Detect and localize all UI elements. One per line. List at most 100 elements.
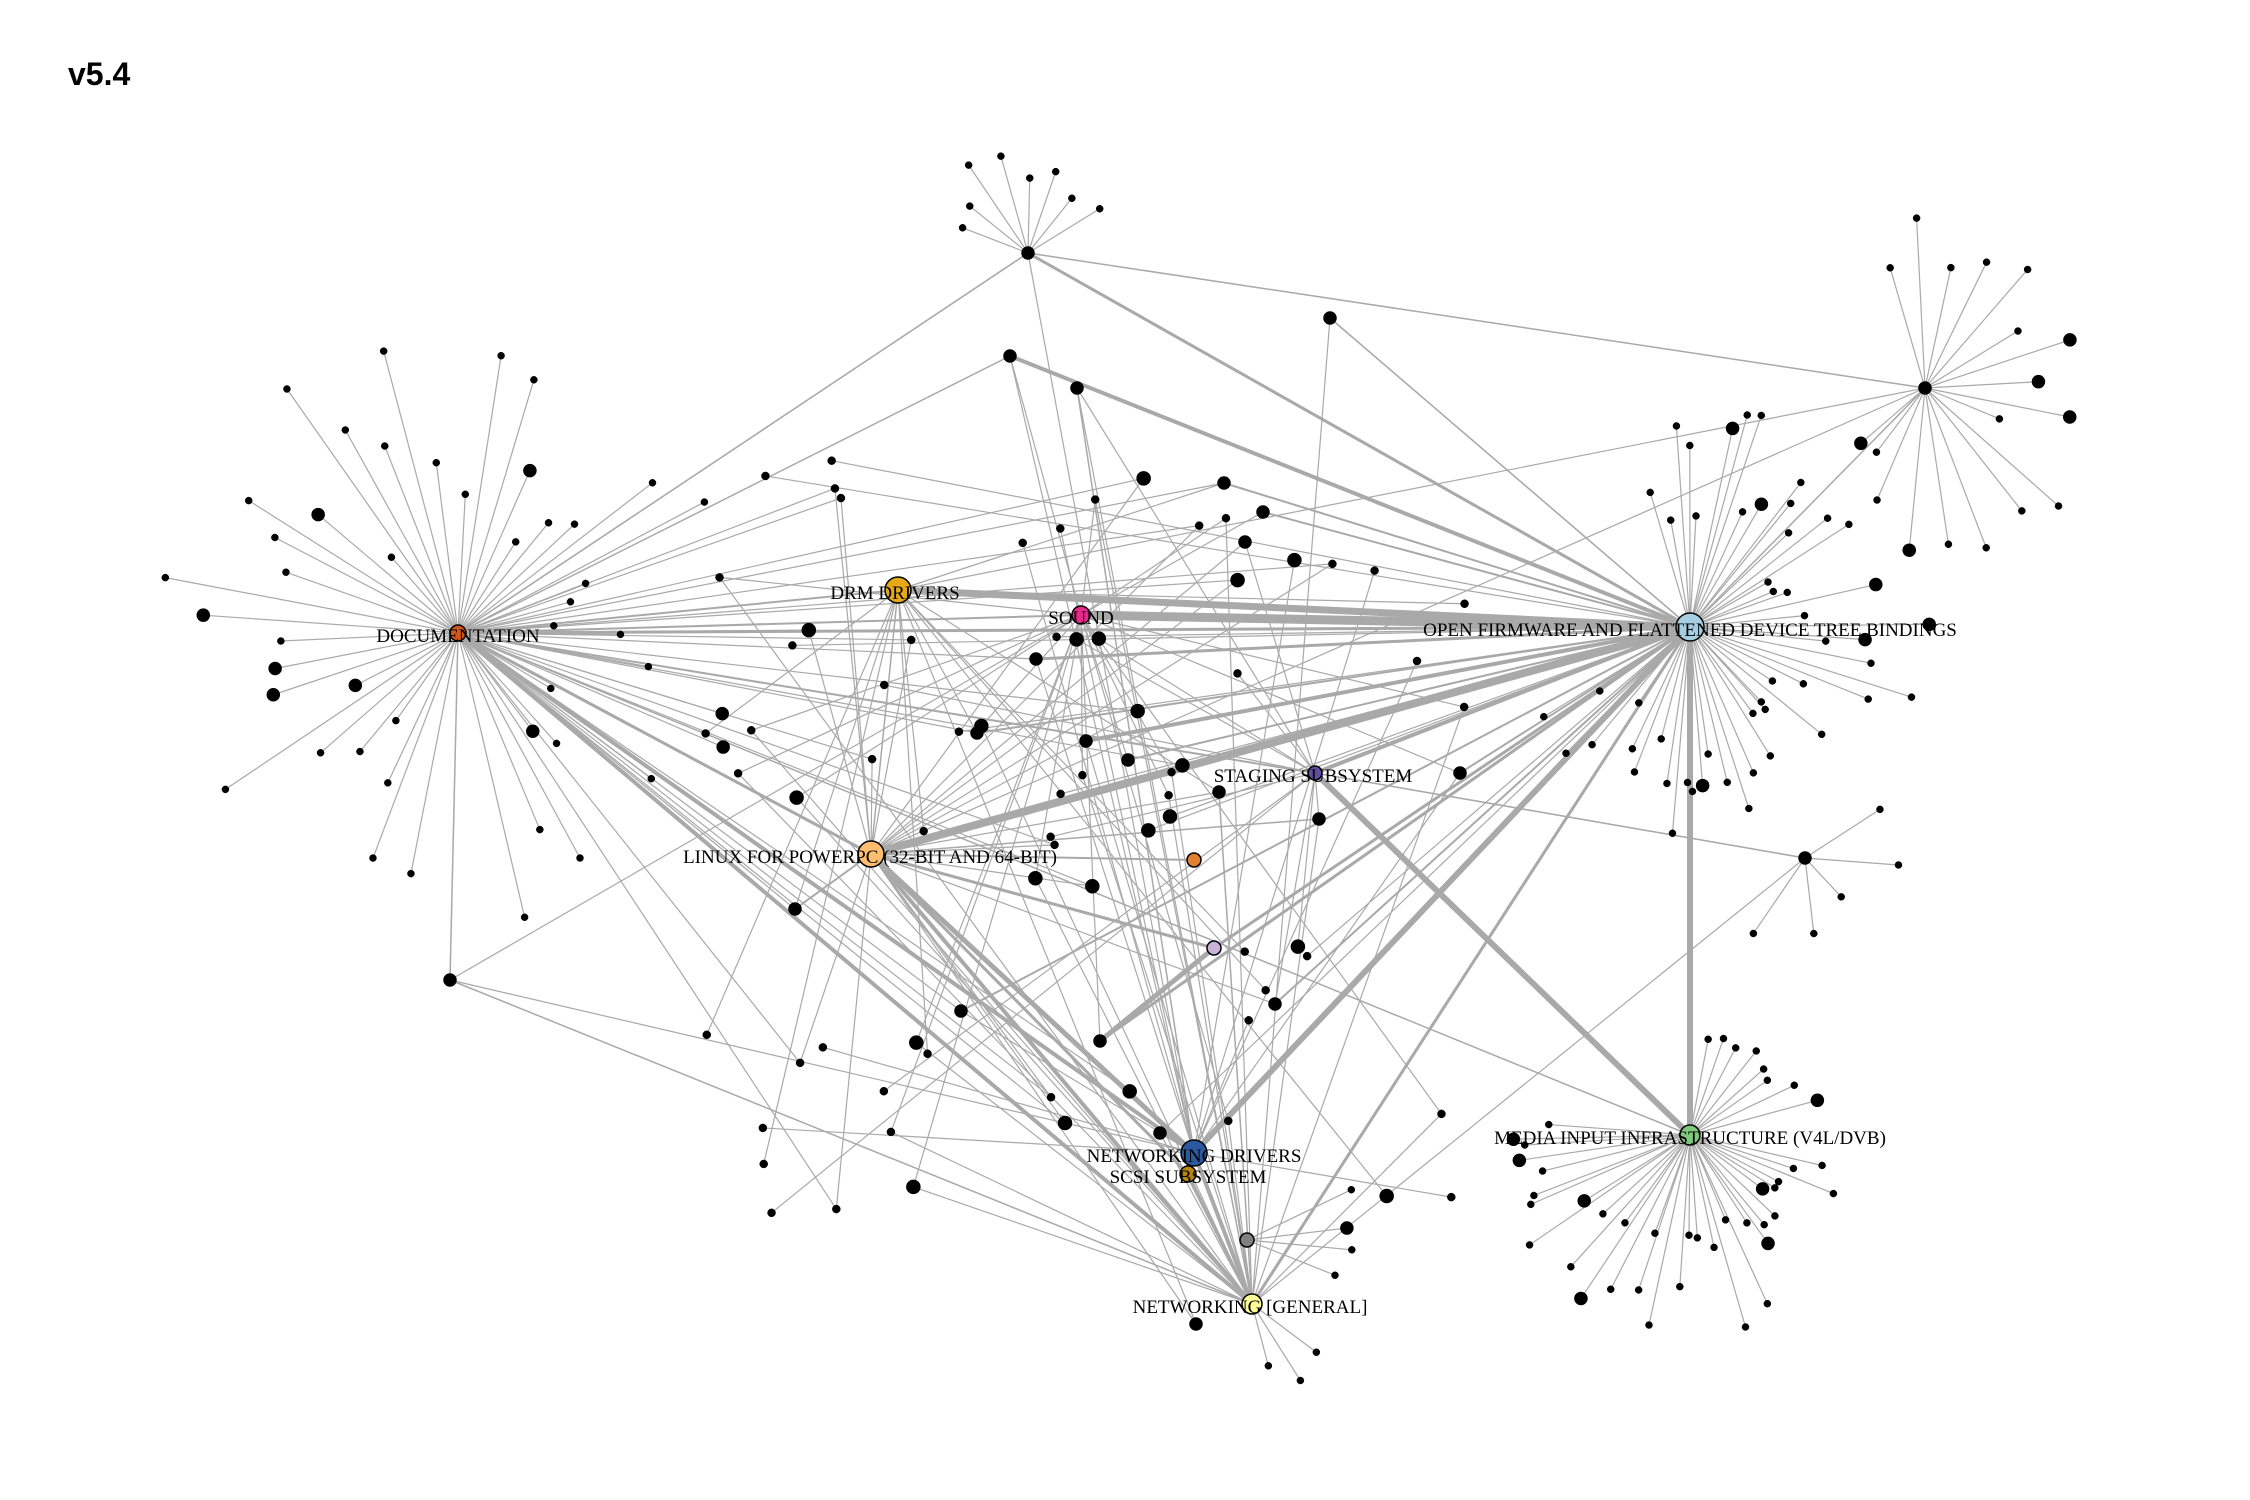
graph-node <box>1162 809 1178 824</box>
graph-edge <box>1689 1050 1757 1136</box>
leaf-node <box>1635 699 1643 707</box>
leaf-node <box>1068 194 1076 203</box>
graph-edge <box>762 1127 1195 1154</box>
leaf-node <box>616 630 625 639</box>
graph-edge <box>1689 626 1694 792</box>
graph-edge <box>1924 381 2039 389</box>
graph-edge <box>1876 387 1926 501</box>
leaf-node <box>997 152 1005 160</box>
graph-edge <box>792 626 1691 647</box>
graph-edge <box>870 541 1246 855</box>
graph-edge <box>1565 626 1691 754</box>
graph-edge <box>384 445 459 634</box>
graph-edge <box>457 632 649 668</box>
graph-edge <box>1689 1084 1795 1136</box>
leaf-node <box>1651 1229 1659 1237</box>
chart-title: v5.4 <box>68 56 131 92</box>
graph-edge <box>1689 615 1805 628</box>
hub-node-staging <box>1307 765 1323 781</box>
graph-edge <box>1080 614 1101 1042</box>
graph-edge <box>1908 387 1926 551</box>
leaf-node <box>523 463 537 478</box>
graph-node <box>832 1204 841 1214</box>
leaf-node <box>1789 1164 1798 1173</box>
leaf-node <box>1761 705 1769 714</box>
graph-edge <box>1580 1134 1691 1299</box>
leaf-node <box>1599 1210 1607 1218</box>
graph-edge <box>1689 1134 1748 1224</box>
graph-edge <box>457 482 1225 634</box>
graph-edge <box>870 710 1138 855</box>
graph-edge <box>897 589 978 734</box>
graph-edge <box>285 571 459 634</box>
graph-node <box>1050 840 1059 850</box>
graph-edge <box>1193 570 1376 1154</box>
graph-node <box>827 456 836 465</box>
graph-edge <box>1193 660 1418 1154</box>
leaf-node <box>1823 514 1832 522</box>
leaf-node <box>1521 1141 1529 1149</box>
graph-edge <box>1027 178 1031 254</box>
leaf-node <box>1525 1241 1534 1249</box>
leaf-node <box>1743 1219 1751 1227</box>
graph-edge <box>449 979 1253 1305</box>
graph-node <box>1194 521 1204 530</box>
graph-edge <box>1689 626 1866 641</box>
graph-edge <box>1085 740 1253 1305</box>
graph-edge <box>1804 857 1842 898</box>
graph-edge <box>1225 518 1253 1305</box>
graph-edge <box>457 632 978 734</box>
leaf-node <box>1588 740 1596 749</box>
graph-edge <box>248 500 459 634</box>
graph-edge <box>870 563 1333 855</box>
graph-edge <box>796 797 1253 1305</box>
graph-edge <box>457 379 535 634</box>
graph-edge <box>1127 626 1691 761</box>
graph-edge <box>913 1186 1253 1305</box>
leaf-node <box>1596 687 1604 695</box>
graph-edge <box>870 853 1066 1124</box>
graph-edge <box>457 579 1238 634</box>
graph-edge <box>750 729 1253 1305</box>
graph-edge <box>1671 626 1691 834</box>
graph-node <box>795 1058 805 1068</box>
graph-edge <box>1624 1134 1691 1224</box>
graph-edge <box>1251 317 1331 1305</box>
graph-edge <box>344 429 459 634</box>
graph-edge <box>457 632 1131 1092</box>
graph-edge <box>751 614 1082 731</box>
graph-node <box>758 1123 768 1133</box>
leaf-node <box>1051 167 1060 176</box>
leaf-node <box>1725 421 1740 436</box>
graph-edge <box>870 853 1093 887</box>
graph-edge <box>1080 511 1264 616</box>
graph-edge <box>457 632 801 1064</box>
leaf-node <box>2018 507 2026 515</box>
graph-edge <box>1192 1152 1254 1305</box>
graph-edge <box>1513 1134 1691 1140</box>
graph-edge <box>1314 772 1806 859</box>
graph-edge <box>834 488 872 855</box>
graph-edge <box>1689 1134 1794 1170</box>
graph-edge <box>1009 355 1082 616</box>
leaf-node <box>1562 749 1570 757</box>
leaf-node <box>1743 411 1751 419</box>
graph-node <box>715 573 724 582</box>
leaf-node <box>1799 680 1808 688</box>
leaf-node <box>1621 1219 1629 1227</box>
leaf-node <box>283 385 291 393</box>
graph-node <box>1085 878 1100 894</box>
leaf-node <box>1710 1243 1718 1252</box>
leaf-node <box>1567 1263 1575 1271</box>
leaf-node <box>964 161 973 169</box>
graph-edge <box>457 497 842 634</box>
graph-edge <box>1035 625 1691 661</box>
graph-node <box>1212 785 1226 799</box>
graph-edge <box>1689 1134 1779 1183</box>
graph-edge <box>890 1131 1253 1305</box>
leaf-node <box>1810 1093 1825 1108</box>
graph-edge <box>799 853 872 1064</box>
graph-edge <box>794 589 899 910</box>
graph-edge <box>1689 626 1872 664</box>
graph-edge <box>765 475 1691 628</box>
